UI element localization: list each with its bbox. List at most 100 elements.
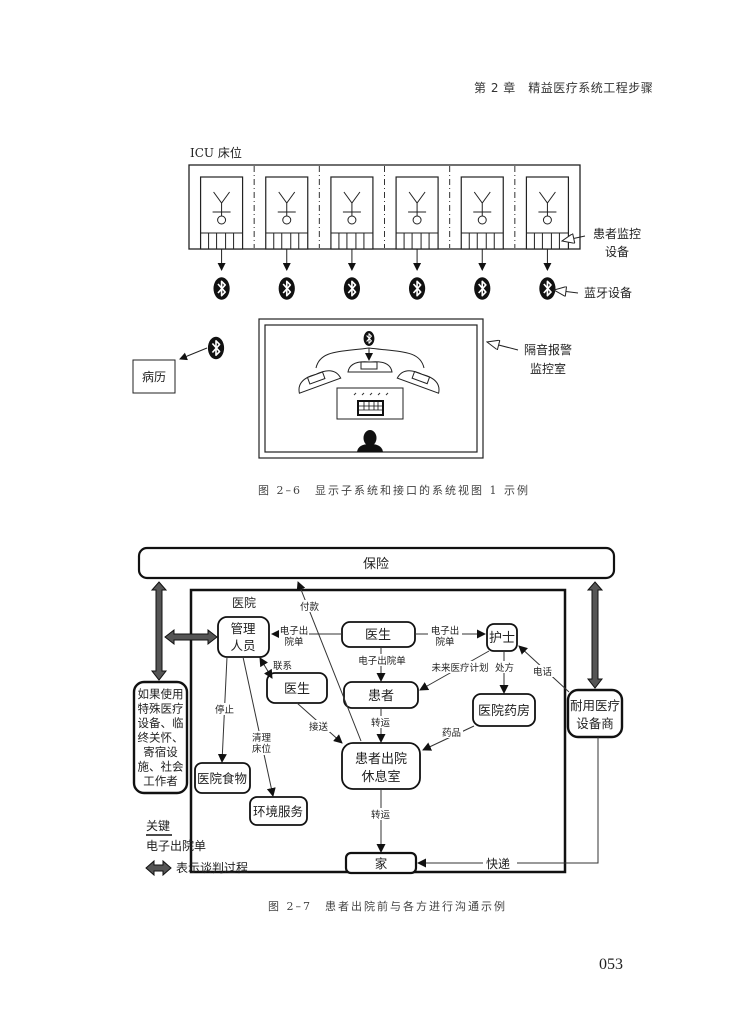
console-buttons — [353, 392, 389, 396]
icu-bed — [318, 166, 374, 301]
patient-icon — [408, 191, 427, 216]
label-stop: 停止 — [215, 704, 235, 716]
device-ports — [396, 232, 439, 249]
records-arrow — [179, 347, 208, 361]
icu-bed-label: ICU 床位 — [190, 145, 242, 160]
patient-icon — [473, 191, 492, 216]
svg-text:管理: 管理 — [230, 621, 256, 636]
room-label-pointer — [487, 342, 519, 351]
monitor-room-label: 隔音报警 — [524, 342, 572, 357]
bluetooth-icon — [363, 330, 375, 347]
keyboard-icon — [357, 400, 384, 416]
signal-line-left — [315, 347, 370, 369]
medical-records-label: 病历 — [142, 369, 166, 384]
device-ports — [461, 232, 504, 249]
svg-text:医生: 医生 — [365, 628, 391, 643]
edge-clean-bed — [242, 656, 276, 797]
figure-2-7-caption: 图 2–7 患者出院前与各方进行沟通示例 — [268, 900, 507, 913]
insurance-node — [137, 546, 616, 580]
patient-icon-head — [217, 215, 227, 225]
icu-beds — [199, 166, 570, 301]
bluetooth-icon — [342, 276, 361, 301]
icu-bed — [384, 166, 439, 301]
device-ports — [330, 232, 373, 249]
legend-negotiation-arrow-icon — [145, 859, 172, 877]
patient-icon — [212, 191, 231, 216]
bluetooth-icon — [408, 276, 427, 301]
doctor-mid-node: 医生 — [266, 672, 328, 704]
label-clean-bed-2: 床位 — [252, 743, 272, 755]
special-services-text-line: 施、社会 — [138, 760, 184, 774]
icu-bed — [199, 176, 244, 301]
svg-text:患者: 患者 — [368, 689, 394, 704]
label-discharge-form-2: 院单 — [284, 636, 304, 648]
medical-records-box — [132, 359, 176, 394]
patient-icon — [342, 191, 361, 216]
signal-line-right — [368, 347, 425, 369]
bluetooth-icon — [473, 276, 492, 301]
special-services-text-line: 终关怀、 — [138, 731, 184, 745]
nurse-node: 护士 — [486, 623, 518, 652]
label-medicine: 药品 — [442, 728, 461, 739]
page-number: 053 — [599, 956, 623, 973]
figure-2-7: 保险 医院 管理 人员 医生 护士 医生 患者 医院药房 患者出院 休息室 — [132, 546, 624, 877]
svg-text:护士: 护士 — [489, 631, 515, 646]
label-prescription: 处方 — [495, 662, 514, 674]
label-express: 快递 — [486, 857, 510, 871]
hospital-food-node: 医院食物 — [194, 762, 251, 794]
monitor-display-icon — [347, 361, 393, 373]
special-services-text-line: 如果使用 — [138, 687, 184, 701]
label-pickup: 接送 — [309, 721, 329, 733]
device-ports — [200, 232, 243, 249]
svg-text:医院食物: 医院食物 — [197, 771, 247, 786]
patient-icon — [538, 191, 557, 216]
monitor-display-icon — [396, 370, 440, 394]
label-future-plan: 未来医疗计划 — [431, 662, 488, 674]
patient-icon-head — [412, 215, 422, 225]
special-services-text-line: 工作者 — [143, 774, 178, 788]
edge-express — [417, 737, 599, 868]
device-ports — [526, 232, 569, 249]
bluetooth-device-label: 蓝牙设备 — [584, 286, 632, 300]
bluetooth-icon — [212, 276, 231, 301]
patient-monitor-label: 患者监控 — [593, 227, 641, 241]
svg-text:环境服务: 环境服务 — [253, 804, 303, 819]
running-header: 第 2 章 精益医疗系统工程步骤 — [474, 81, 654, 95]
admin-node: 管理 人员 — [217, 616, 270, 658]
svg-text:医院药房: 医院药房 — [478, 703, 530, 719]
patient-icon-head — [347, 215, 357, 225]
device-ports — [265, 232, 308, 249]
edge-contact — [259, 657, 273, 679]
environmental-service-node: 环境服务 — [249, 796, 308, 826]
patient-icon-head — [282, 215, 292, 225]
operator-silhouette-icon — [357, 430, 383, 452]
patient-monitor-label-2: 设备 — [605, 245, 629, 259]
special-services-text-line: 设备、临 — [138, 716, 184, 730]
bluetooth-icon — [207, 336, 225, 360]
monitor-label-pointer — [562, 236, 586, 241]
patient-node: 患者 — [343, 681, 419, 709]
bluetooth-icon — [538, 276, 557, 301]
svg-text:医生: 医生 — [284, 682, 310, 697]
icu-bed — [514, 166, 570, 301]
label-transfer-1: 转运 — [371, 717, 391, 729]
bluetooth-icon — [277, 276, 296, 301]
monitor-display-icon — [298, 370, 342, 394]
label-discharge-form-nurse: 电子出 — [431, 625, 460, 637]
figure-2-6: ICU 床位 患者监控 设备 蓝牙设备 病历 隔音报警 监控室 — [132, 145, 641, 459]
patient-icon-head — [542, 215, 552, 225]
special-services-text-line: 特殊医疗 — [138, 702, 184, 716]
home-node: 家 — [344, 851, 418, 875]
label-payment: 付款 — [300, 601, 320, 613]
svg-text:耐用医疗: 耐用医疗 — [570, 698, 620, 713]
label-transfer-2: 转运 — [371, 809, 391, 821]
doctor-top-node: 医生 — [341, 621, 416, 648]
bluetooth-label-pointer — [554, 290, 579, 293]
hospital-label: 医院 — [232, 596, 256, 610]
legend-arrow-item: 表示谈判过程 — [176, 860, 248, 875]
label-clean-bed: 清理 — [252, 732, 272, 744]
label-discharge-form: 电子出 — [280, 625, 309, 637]
pharmacy-node: 医院药房 — [472, 693, 536, 727]
icu-bed — [253, 166, 309, 301]
